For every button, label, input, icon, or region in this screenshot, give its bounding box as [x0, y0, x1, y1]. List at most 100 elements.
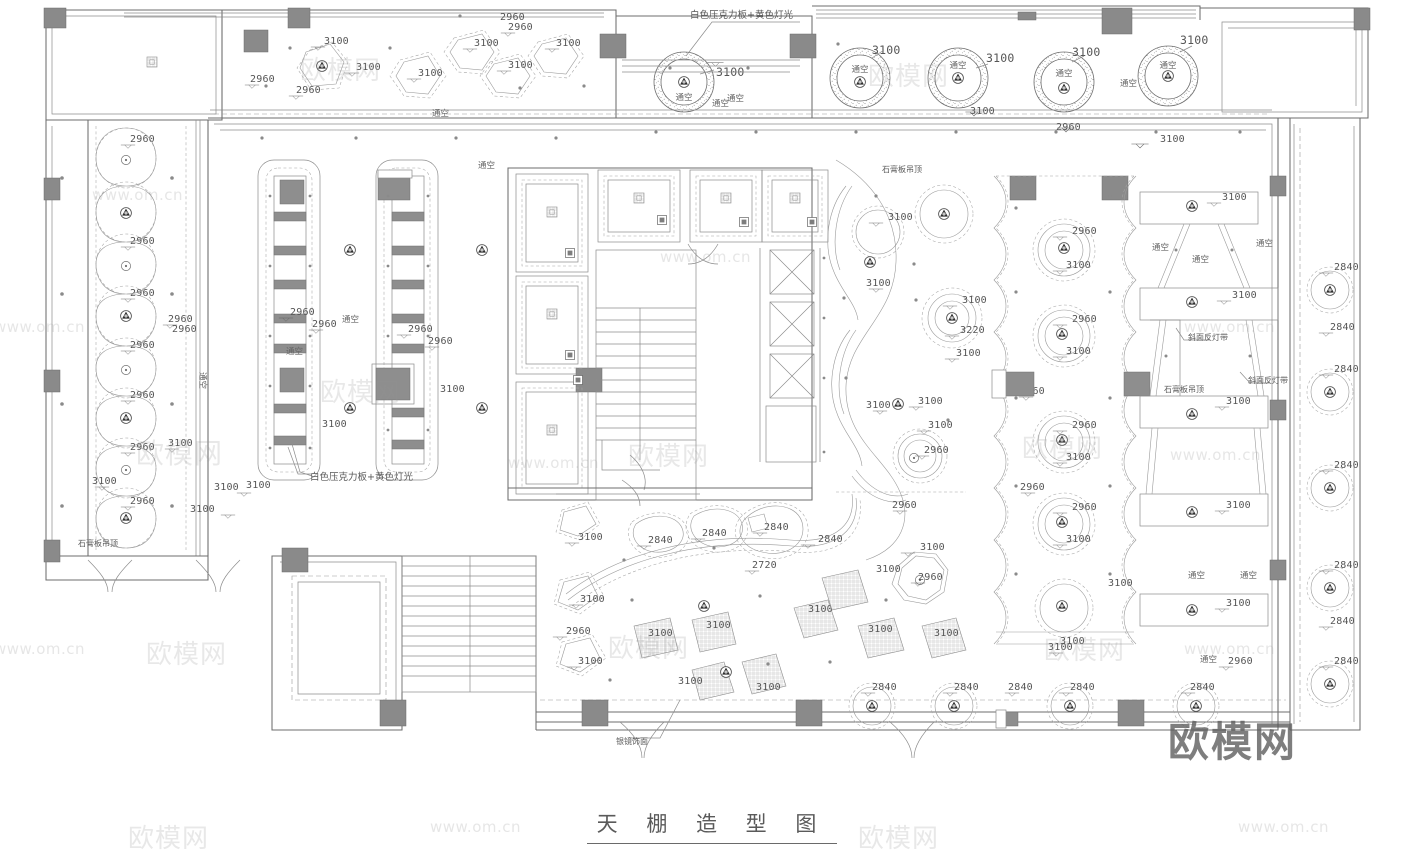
core-room: [515, 173, 589, 273]
elevation-label: 2960: [924, 445, 949, 456]
rug-tile: 3100: [793, 599, 839, 639]
disc: 2960: [95, 233, 157, 295]
core-room: [515, 275, 589, 375]
circular-island: 2960: [892, 428, 949, 484]
elevation-label: 2960: [892, 500, 917, 511]
core-room: [515, 381, 589, 495]
elevation-label: 2960: [500, 12, 525, 23]
void-ring: 通空 3100: [927, 47, 1014, 109]
elevation-label: 3100: [928, 420, 953, 431]
edge-fixture: 2840: [1306, 364, 1359, 416]
scallop-disc: 2960 3100: [1032, 218, 1097, 282]
elevation-label: 3100: [1180, 33, 1209, 47]
disc: [95, 181, 157, 243]
elevation-label: 2960: [566, 626, 591, 637]
elevation-label: 2960: [296, 85, 321, 96]
ceiling-island: 3100: [479, 53, 537, 99]
slope-cove-callout-1: 斜面反灯带: [1175, 327, 1228, 342]
edge-fixture: 2840: [1306, 460, 1359, 512]
void-ring: 通空 3100: [1137, 33, 1209, 107]
elevation-label: 3100: [868, 624, 893, 635]
elevation-label: 3100: [356, 62, 381, 73]
elevation-label: 2960: [408, 324, 433, 335]
elevation-label: 2840: [954, 682, 979, 693]
elevation-label: 2960: [1072, 226, 1097, 237]
void-label: 通空: [1192, 254, 1209, 265]
elevation-label: 3100: [578, 532, 603, 543]
core-room: [761, 169, 829, 243]
void-label: 通空: [432, 108, 449, 119]
elevation-label: 2840: [1008, 682, 1033, 693]
elevation-label: 2960: [130, 236, 155, 247]
edge-fixture: 2840: [1306, 656, 1359, 708]
elevation-label: 3100: [1226, 500, 1251, 511]
mirror-callout: 银镜饰面: [616, 699, 681, 746]
elevation-label: 3100: [866, 400, 891, 411]
elevation-label: 2840: [1190, 682, 1215, 693]
elevation-label: 2720: [752, 560, 777, 571]
void-label: 通空: [1055, 68, 1072, 79]
bottom-fixture: 2840: [1046, 682, 1095, 730]
elevation-label: 2960: [918, 572, 943, 583]
octagon-island: 2960 3100: [891, 542, 949, 605]
elevation-label: 3100: [324, 36, 349, 47]
void-ring: 通空 3100: [829, 43, 900, 109]
structural-columns: [43, 7, 1371, 727]
elevation-label: 3100: [1048, 642, 1073, 653]
elevation-label: 2840: [1334, 364, 1359, 375]
disc: 2960: [95, 387, 157, 449]
elevation-label: 2960: [172, 324, 197, 335]
acrylic-note: 白色压克力板+黄色灯光: [690, 9, 793, 21]
void-label: 通空: [1200, 654, 1217, 665]
circular-island: [914, 184, 974, 244]
elevation-label: 3100: [190, 504, 215, 515]
elevation-label: 3100: [678, 676, 703, 687]
void-label: 通空: [342, 314, 359, 325]
right-edge-fixtures: 2840 2840 2840 2840 2840 2840: [1306, 262, 1359, 708]
elevation-label: 3100: [322, 419, 347, 430]
lounge-island: 2840: [628, 512, 689, 558]
scallop-disc: 2960 3100: [1032, 492, 1097, 556]
elevation-label: 3100: [578, 656, 603, 667]
core-room: [689, 169, 763, 243]
elevation-label: 2960: [250, 74, 275, 85]
elevation-label: 3100: [1066, 452, 1091, 463]
elevation-label: 3100: [1066, 534, 1091, 545]
acrylic-note: 白色压克力板+黄色灯光: [310, 471, 413, 483]
elevation-label: 2960: [130, 134, 155, 145]
rug-tile: 3100: [691, 611, 737, 653]
ceiling-island: 3100 2960: [443, 22, 533, 75]
elevation-label: 2960: [508, 22, 533, 33]
elevation-label: 2840: [1334, 262, 1359, 273]
lounge-island: 2840: [734, 502, 809, 559]
elevation-label: 2840: [702, 528, 727, 539]
elevation-label: 3100: [1066, 260, 1091, 271]
bottom-fixture: 2840: [930, 682, 979, 730]
shelf-band: 3100: [1139, 493, 1269, 527]
gypsum-note-right: 石膏板吊顶: [1164, 384, 1204, 394]
elevation-label: 2840: [1330, 616, 1355, 627]
elevation-label: 2840: [1334, 560, 1359, 571]
disc: 2960: [95, 127, 157, 189]
staircase: [595, 249, 697, 501]
shelf-band: 3100: [1139, 191, 1259, 225]
rug-tile: 3100: [821, 564, 901, 611]
void-label: 通空: [1188, 570, 1205, 581]
void-label: 通空: [949, 60, 966, 71]
elevation-label: 2840: [1334, 460, 1359, 471]
elevation-label: 2840: [1070, 682, 1095, 693]
elevation-label: 3100: [706, 620, 731, 631]
elevation-label: 3100: [962, 295, 987, 306]
elevation-label: 3100: [1232, 290, 1257, 301]
disc: 2960: [95, 285, 157, 347]
elevation-label: 3220: [960, 325, 985, 336]
top-void-ring-group: 通空 3100 通空 通空 3100 通空 3100: [210, 9, 1272, 149]
elevation-label: 3100: [440, 384, 465, 395]
void-ring: 通空 3100: [653, 51, 744, 113]
ceiling-island: 3100: [527, 33, 585, 79]
lounge-zone: 2840 2840 2840 2840 2720 3100: [87, 493, 967, 759]
shelf-band: 3100 石膏板吊顶: [1139, 384, 1269, 429]
elevation-label: 3100: [648, 628, 673, 639]
curved-gypsum-zone: 石膏板吊顶 3100 3100 31: [827, 159, 987, 605]
